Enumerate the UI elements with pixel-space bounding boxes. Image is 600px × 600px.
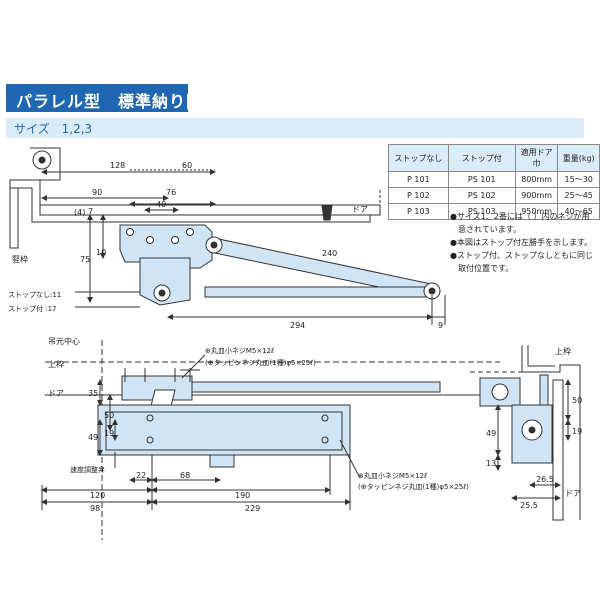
size-label: サイズ 1,2,3 [14,122,93,136]
dim-98: 98 [90,504,100,513]
notes: ●サイズ1、2番には（ ）内のネジが用 意されています。 ●本図はストップ付左勝… [450,210,596,275]
header-cell: 重量(kg) [557,144,600,172]
header-cell: ストップなし [388,144,449,172]
screw-bot-2: (⊕タッピンネジ丸皿(1種)φ5×25ℓ) [358,482,469,491]
speed-valve-label: 速度調整弁 [70,465,105,474]
dim-229: 229 [245,504,260,513]
note-line: ●ストップ付、ストップなしともに同じ [450,251,593,260]
note-line: 意されています。 [450,225,521,234]
dim-294: 294 [290,321,305,330]
top-view [9,147,446,325]
table-row: P 103 PS 103 950mm 40〜65 [388,203,600,220]
dim-40: 40 [156,200,166,209]
dim-60: 60 [182,161,192,170]
note-line: ●本図はストップ付左勝手を示します。 [450,238,593,247]
dim-76: 76 [166,188,176,197]
dim-9: 9 [438,321,443,330]
note-line: ●サイズ1、2番には（ ）内のネジが用 [450,212,590,221]
dim-75: 75 [80,255,90,264]
screw-top-1: ⊕丸皿小ネジM5×12ℓ [205,346,274,355]
door-label-top: ドア [352,205,368,214]
dim-120: 120 [90,491,105,500]
dim-50: 50 [104,411,114,420]
table-cell: PS 103 [447,203,516,220]
dim-22: 22 [136,471,146,480]
fore-arm [204,286,434,298]
frame-flange [9,180,19,249]
table-row: P 101 PS 101 800mm 15〜30 [388,171,600,188]
dim-240: 240 [322,249,337,258]
dim-7: 7 [88,207,93,216]
dim-90: 90 [92,188,102,197]
side-door-label: ドア [565,489,581,498]
dim-19: 19 [104,429,114,438]
side-dim-25-5: 25.5 [520,501,538,510]
spec-table-header: ストップなし ストップ付 適用ドア巾 重量(kg) [388,144,600,172]
side-dim-19: 19 [572,427,582,436]
closer-body [139,257,191,306]
dim-35: 35 [88,389,98,398]
page-title: パラレル型 標準納り図 [16,92,204,111]
side-dim-26-5: 26.5 [536,475,554,484]
side-frame [521,345,581,520]
side-door [552,379,564,521]
side-dim-50: 50 [572,396,582,405]
screw-top-2: (⊕タッピンネジ丸皿(1種)φ5×25ℓ) [205,358,316,367]
speed-valve-box [209,454,235,468]
top-view-labels: 128 60 90 76 40 (4) 7 75 10 240 294 9 ドア… [8,161,443,330]
side-dim-13: 13 [486,459,496,468]
title-bar: パラレル型 標準納り図 [6,84,202,112]
header-cell: ストップ付 [447,144,516,172]
table-row: P 102 PS 102 900mm 25〜45 [388,187,600,204]
side-view [470,345,581,521]
header-cell: 適用ドア巾 [514,144,559,172]
front-view-labels: 吊元中心 上枠 ドア ⊕丸皿小ネジM5×12ℓ (⊕タッピンネジ丸皿(1種)φ5… [48,336,469,513]
side-view-labels: 上枠 ドア 50 49 13 19 26.5 25.5 [486,346,582,510]
side-dim-49: 49 [486,429,496,438]
note-line: 取付位置です。 [450,264,514,273]
dim-4: (4) [74,208,85,217]
dim-128: 128 [110,161,125,170]
frame-label: 竪枠 [12,254,28,264]
dim-190: 190 [235,491,250,500]
stop-with-label: ストップ付 :17 [8,304,57,313]
front-view [41,340,500,540]
door-label-front: ドア [48,389,64,398]
table-cell: 40〜65 [557,203,600,220]
upper-frame-label: 上枠 [48,359,64,369]
side-upper-frame-label: 上枠 [555,346,571,356]
stop-none-label: ストップなし:11 [8,291,61,299]
frame-profile [9,179,371,223]
dim-49: 49 [88,433,98,442]
hinge-center-label: 吊元中心 [48,336,80,346]
dim-10: 10 [96,248,106,257]
screw-bot-1: ⊕丸皿小ネジM5×12ℓ [358,471,427,480]
size-bar: サイズ 1,2,3 [6,118,584,138]
dim-68: 68 [180,471,190,480]
spec-table: ストップなし ストップ付 適用ドア巾 重量(kg) P 101 PS 101 8… [388,144,600,220]
front-body-inner [105,411,343,451]
